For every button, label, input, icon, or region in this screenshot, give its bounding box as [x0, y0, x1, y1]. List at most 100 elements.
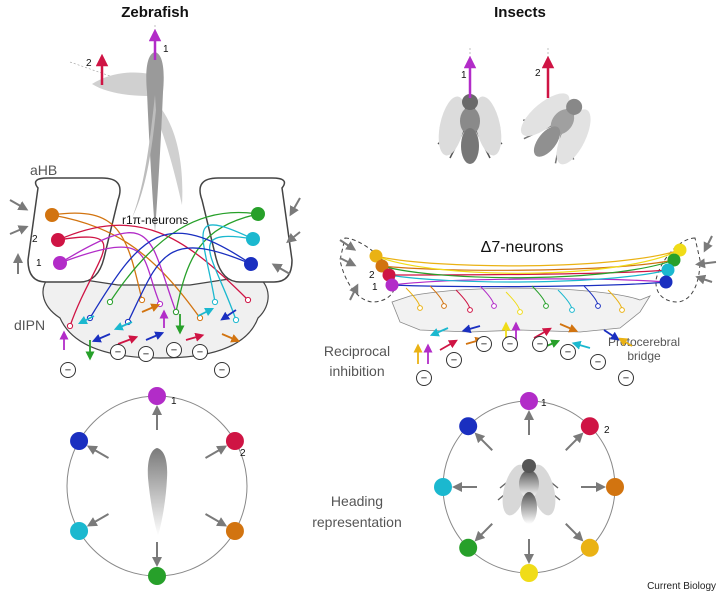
r1pi-cell — [251, 207, 265, 221]
inhibition-node — [560, 344, 576, 360]
direction-arrow — [91, 333, 111, 343]
input-arrow — [9, 225, 29, 235]
label-delta7: Δ7-neurons — [481, 239, 564, 256]
r1pi-projection — [59, 246, 161, 305]
inhibition-node — [532, 336, 548, 352]
delta7-projection — [391, 281, 667, 288]
synapse-terminal — [244, 296, 252, 304]
r1pi-projection — [51, 214, 201, 319]
pb-label-2: 2 — [369, 270, 375, 281]
direction-arrow — [618, 337, 633, 347]
direction-arrow — [185, 332, 205, 342]
input-arrow — [286, 231, 301, 244]
delta7-neurons — [369, 243, 687, 292]
delta7-projection — [381, 259, 675, 279]
r1pi-neurons — [45, 207, 265, 271]
synapse-terminal — [467, 307, 473, 313]
direction-arrow — [197, 307, 215, 317]
inhibition-node-sign: − — [623, 373, 629, 385]
insect-heading-nodes — [434, 392, 624, 582]
direction-arrow — [145, 331, 165, 341]
delta7-cell — [667, 253, 681, 267]
synapse-terminal — [172, 308, 180, 316]
r1pi-cell — [51, 233, 65, 247]
heading-node — [148, 567, 166, 585]
inhibition-node — [60, 362, 76, 378]
inhibition-node-sign: − — [171, 345, 177, 357]
synapse-terminal — [232, 316, 240, 324]
r1pi-projection — [127, 247, 252, 323]
r1pi-projection — [57, 224, 249, 301]
synapse-terminal — [211, 298, 219, 306]
label-reciprocal: Reciprocal — [324, 343, 390, 359]
delta7-projection — [381, 259, 675, 271]
delta7-cell — [659, 275, 673, 289]
r1pi-projection — [51, 212, 143, 301]
delta7-cell — [375, 259, 389, 273]
heading-arrow — [474, 432, 493, 451]
direction-arrow — [533, 327, 552, 339]
dipn-direction-arrows — [59, 303, 241, 361]
direction-arrow — [113, 321, 133, 331]
input-arrow — [339, 239, 357, 251]
direction-arrow — [439, 339, 458, 351]
r1pi-projection — [202, 224, 254, 303]
r1pi-cell — [246, 232, 260, 246]
input-arrow — [703, 235, 713, 253]
r1pi-cell — [45, 208, 59, 222]
direction-arrow — [221, 333, 241, 343]
direction-arrow — [429, 327, 449, 337]
heading-arrow — [204, 513, 228, 527]
heading-node — [606, 478, 624, 496]
heading-arrow — [86, 513, 110, 527]
inhibition-node-sign: − — [565, 347, 571, 359]
delta7-cell — [369, 249, 383, 263]
swim-label-2: 2 — [86, 58, 92, 69]
inhibition-node-sign: − — [507, 339, 513, 351]
input-arrow — [695, 274, 713, 285]
heading-arrow — [204, 445, 228, 459]
delta7-projection — [375, 249, 681, 274]
fly-straight-icon — [437, 48, 503, 164]
in-ring-label-2: 2 — [604, 425, 610, 436]
heading-node — [225, 522, 244, 540]
delta7-projection — [391, 278, 667, 286]
synapse-terminal — [569, 307, 575, 313]
inhibition-node-sign: − — [537, 339, 543, 351]
label-heading: Heading — [331, 493, 383, 509]
delta7-cell — [661, 263, 675, 277]
title-zebrafish: Zebrafish — [121, 4, 189, 21]
input-arrow — [695, 258, 717, 269]
delta7-projection — [375, 249, 681, 267]
heading-node — [580, 417, 599, 436]
direction-arrow — [559, 323, 579, 333]
ahb-label-2: 2 — [32, 234, 38, 245]
r1pi-cell — [244, 257, 258, 271]
delta7-projections — [375, 249, 681, 315]
direction-arrow — [141, 303, 161, 313]
synapse-terminal — [138, 296, 146, 304]
r1pi-projection — [209, 235, 254, 321]
inhibition-node — [192, 344, 208, 360]
label-ahb: aHB — [30, 162, 57, 178]
inhibition-node — [166, 342, 182, 358]
inhibition-node — [416, 370, 432, 386]
input-arrow — [289, 197, 301, 217]
synapse-terminal — [543, 303, 549, 309]
inhibition-node — [590, 354, 606, 370]
fly-label-1: 1 — [461, 70, 467, 81]
pb-label-1: 1 — [372, 282, 378, 293]
r1pi-projection — [59, 232, 177, 313]
synapse-terminal — [619, 307, 625, 313]
inhibition-node — [476, 336, 492, 352]
synapse-terminal — [156, 300, 164, 308]
pb-input-arrows — [339, 235, 717, 301]
delta7-cell — [673, 243, 687, 257]
title-insects: Insects — [494, 4, 546, 21]
heading-node — [459, 417, 478, 436]
heading-arrow — [86, 445, 110, 459]
zf-ring-label-2: 2 — [240, 448, 246, 459]
r1pi-projection — [175, 213, 259, 313]
zf-ring-label-1: 1 — [171, 396, 177, 407]
direction-arrow — [603, 329, 620, 341]
